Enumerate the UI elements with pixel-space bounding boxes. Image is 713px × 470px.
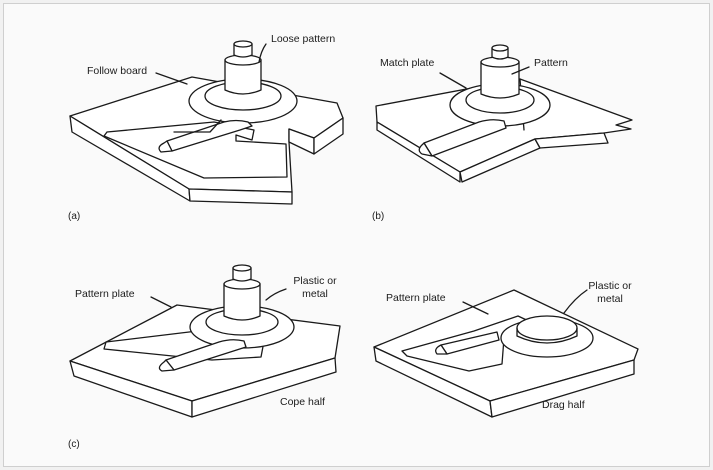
- drag-half-drawing: [373, 289, 639, 418]
- drag-half-caption: Drag half: [542, 399, 585, 411]
- cope-half-drawing: [69, 264, 341, 418]
- follow-board-label: Follow board: [87, 65, 148, 77]
- match-plate-drawing: [375, 44, 633, 183]
- drag-plastic-or-label: Plastic or: [588, 280, 632, 292]
- panel-a-id: (a): [68, 211, 81, 222]
- panel-c-id: (c): [68, 439, 80, 450]
- loose-pattern-label: Loose pattern: [271, 33, 336, 45]
- pattern-illustrations: [69, 40, 639, 418]
- cope-plastic-or-label: Plastic or: [293, 275, 337, 287]
- drag-metal-label: metal: [597, 293, 623, 305]
- figure-frame: Follow board Loose pattern (a) Match pla…: [3, 3, 710, 467]
- cope-half-caption: Cope half: [280, 396, 325, 408]
- cope-metal-label: metal: [302, 288, 328, 300]
- drag-pattern-plate-label: Pattern plate: [386, 292, 446, 304]
- cope-pattern-plate-label: Pattern plate: [75, 288, 135, 300]
- pattern-label: Pattern: [534, 57, 568, 69]
- follow-board-drawing: [69, 40, 344, 205]
- panel-b-id: (b): [372, 211, 385, 222]
- match-plate-label: Match plate: [380, 57, 435, 69]
